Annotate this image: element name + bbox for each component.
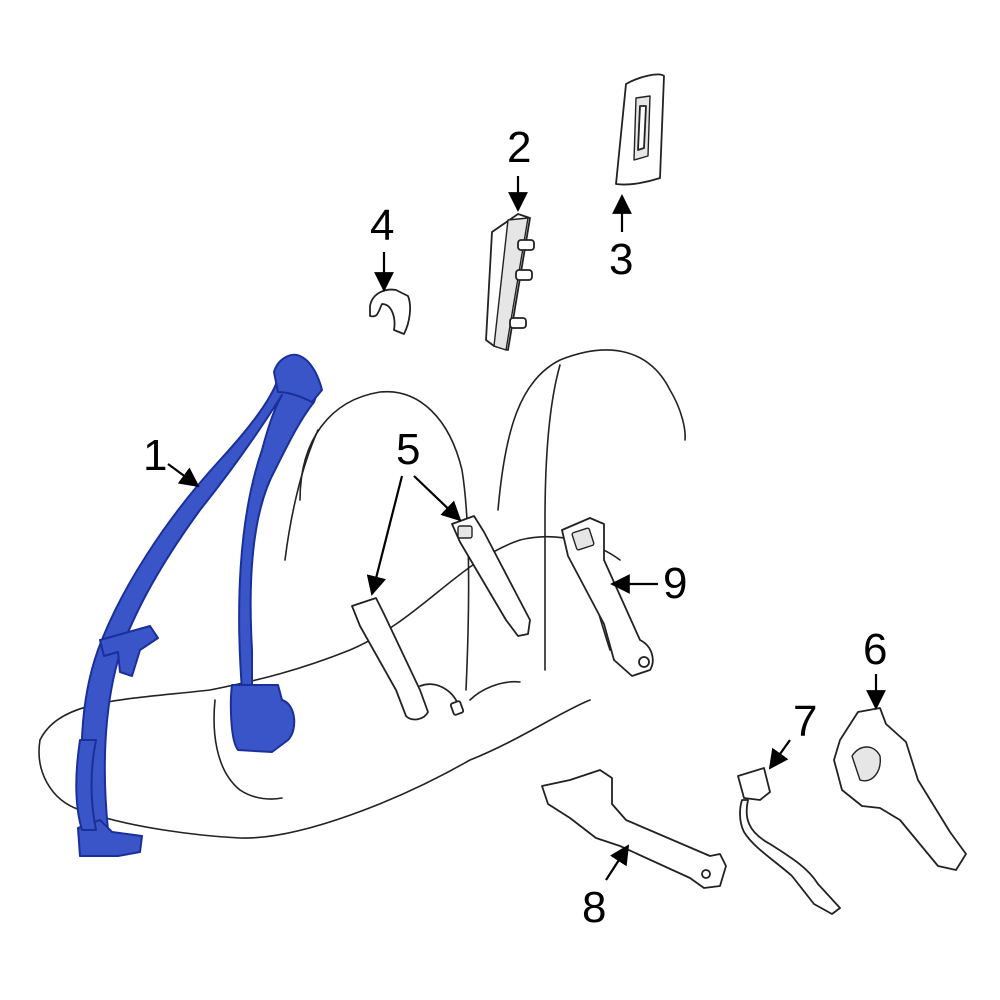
callout-9: 9 [663,559,687,608]
callout-8: 8 [582,883,606,932]
callout-2: 2 [507,123,531,172]
leader-5b [413,475,462,522]
part-9-buckle[interactable] [561,517,654,677]
part-6-retractor-mount[interactable] [833,707,967,871]
part-3-trim-cover[interactable] [615,73,665,186]
callout-6: 6 [863,625,887,674]
belt-d-ring [273,353,323,403]
part-1-seat-belt-assembly[interactable] [75,353,323,857]
leader-5a [366,475,404,596]
leader-1 [167,463,200,488]
part-7-retractor-strap[interactable] [737,767,841,915]
callout-7: 7 [793,697,817,746]
belt-webbing-front [80,359,318,833]
callout-labels: 1 2 3 4 5 6 7 8 9 [143,123,887,932]
callout-leaders [167,176,886,881]
part-5-buckle-left[interactable] [351,597,465,721]
belt-webbing-lower [75,739,97,831]
belt-guide [99,625,159,677]
part-4-guide-cover[interactable] [369,288,411,335]
callout-1: 1 [143,431,167,480]
callout-3: 3 [609,235,633,284]
belt-retractor [229,684,296,753]
part-5-buckle-right[interactable] [451,515,531,637]
seat-outline [38,349,686,839]
part-2-height-adjuster[interactable] [485,213,535,351]
callout-5: 5 [396,425,420,474]
callout-4: 4 [370,201,394,250]
part-8-buckle-bracket[interactable] [541,769,727,889]
leader-7 [768,739,791,770]
leader-8 [605,844,630,881]
